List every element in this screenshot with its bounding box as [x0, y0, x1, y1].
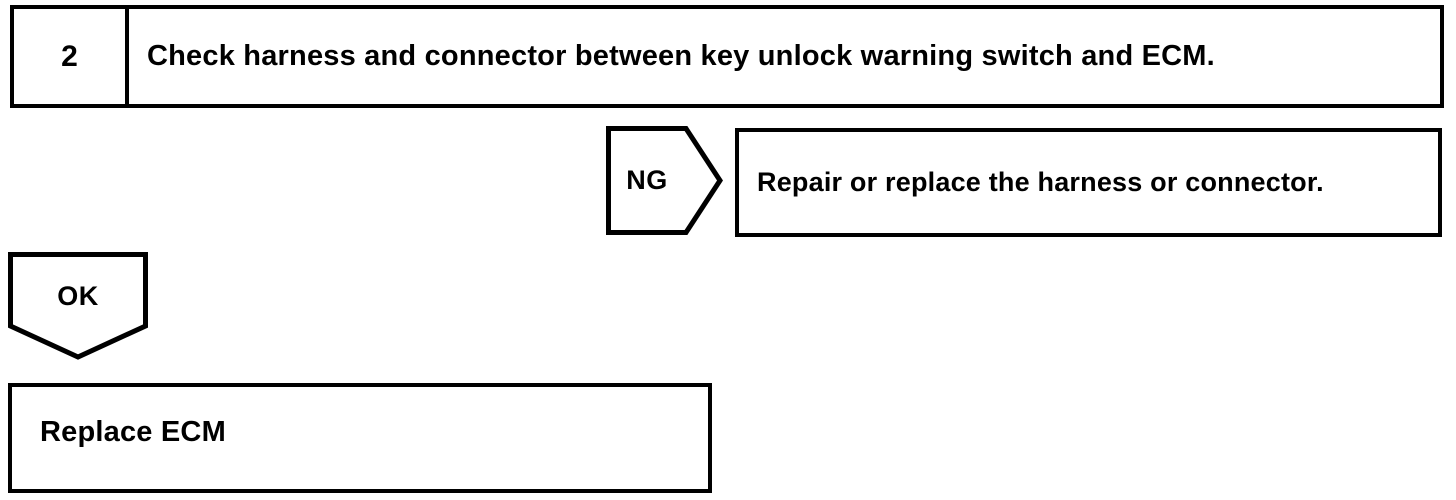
step-box: 2 Check harness and connector between ke…	[10, 5, 1444, 108]
ng-label: NG	[626, 165, 668, 195]
ng-action-box: Repair or replace the harness or connect…	[735, 128, 1442, 237]
ok-label: OK	[57, 280, 99, 311]
step-number: 2	[14, 9, 129, 104]
ok-action-text: Replace ECM	[40, 415, 226, 448]
ok-action-box: Replace ECM	[8, 383, 712, 493]
ok-pentagon: OK	[8, 252, 148, 360]
ng-pentagon: NG	[606, 126, 723, 235]
ng-pentagon-shape	[606, 126, 723, 235]
step-instruction: Check harness and connector between key …	[147, 40, 1215, 72]
ok-pentagon-shape	[8, 252, 148, 360]
